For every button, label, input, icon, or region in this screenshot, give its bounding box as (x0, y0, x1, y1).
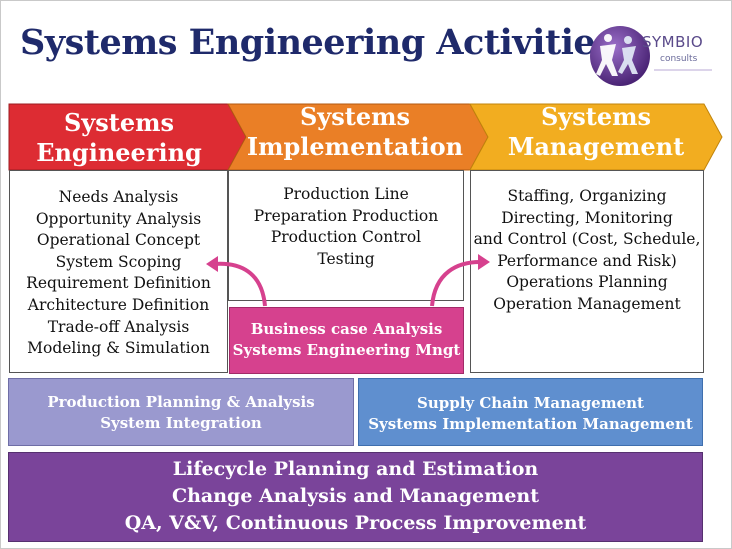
box-line: Systems Engineering Mngt (232, 341, 461, 359)
list-item: Directing, Monitoring (501, 208, 673, 227)
list-item: Performance and Risk) (497, 251, 677, 270)
header-line: Systems (540, 102, 652, 131)
list-item: Modeling & Simulation (27, 339, 210, 358)
symbio-logo (590, 26, 712, 86)
list-item: Production Line (283, 185, 409, 203)
header-line: Engineering (36, 138, 202, 167)
supply-chain-band: Supply Chain Management Systems Implemen… (358, 378, 703, 446)
band-line: Change Analysis and Management (171, 485, 540, 507)
list-item: Operations Planning (506, 273, 668, 292)
implementation-list: Production Line Preparation Production P… (230, 184, 462, 270)
header-shape-management (469, 103, 723, 171)
production-planning-band: Production Planning & Analysis System In… (8, 378, 354, 446)
logo-subtitle: consults (660, 54, 698, 64)
list-item: Operational Concept (36, 231, 201, 250)
left-curved-arrow (213, 261, 267, 307)
list-item: Preparation Production (253, 206, 439, 225)
list-item: Trade-off Analysis (47, 317, 190, 336)
list-item: System Scoping (55, 252, 182, 271)
list-item: Requirement Definition (26, 274, 211, 293)
management-list: Staffing, Organizing Directing, Monitori… (472, 186, 702, 316)
header-line: Management (507, 132, 685, 161)
list-item: Testing (317, 249, 375, 268)
business-case-box: Business case Analysis Systems Engineeri… (229, 307, 464, 374)
band-line: Production Planning & Analysis (47, 393, 315, 411)
list-item: and Control (Cost, Schedule, (473, 230, 701, 249)
band-line: Systems Implementation Management (368, 415, 693, 433)
engineering-list: Needs Analysis Opportunity Analysis Oper… (11, 187, 226, 360)
header-line: Implementation (246, 132, 464, 161)
list-item: Staffing, Organizing (507, 187, 667, 205)
list-item: Needs Analysis (58, 188, 179, 206)
header-systems-engineering: Systems Engineering (14, 108, 224, 168)
band-line: Lifecycle Planning and Estimation (172, 458, 539, 480)
left-arrowhead (206, 256, 218, 272)
page-title: Systems Engineering Activities (20, 22, 615, 63)
header-line: Systems (63, 108, 175, 137)
header-systems-management: Systems Management (486, 102, 706, 162)
list-item: Opportunity Analysis (35, 209, 202, 228)
engineering-box (9, 170, 228, 373)
list-item: Production Control (270, 228, 422, 247)
list-item: Operation Management (493, 294, 681, 313)
band-line: QA, V&V, Continuous Process Improvement (124, 512, 587, 534)
header-line: Systems (299, 102, 411, 131)
box-line: Business case Analysis (250, 320, 443, 338)
list-item: Architecture Definition (27, 295, 210, 314)
column-headers (8, 103, 723, 171)
band-line: Supply Chain Management (417, 394, 644, 412)
logo-name: SYMBIO (642, 33, 704, 51)
header-systems-implementation: Systems Implementation (244, 102, 466, 162)
lifecycle-band: Lifecycle Planning and Estimation Change… (8, 452, 703, 542)
right-curved-arrow (430, 260, 481, 307)
implementation-box (228, 170, 464, 301)
right-arrowhead (478, 254, 490, 270)
management-box (470, 170, 704, 373)
band-line: System Integration (100, 414, 262, 432)
